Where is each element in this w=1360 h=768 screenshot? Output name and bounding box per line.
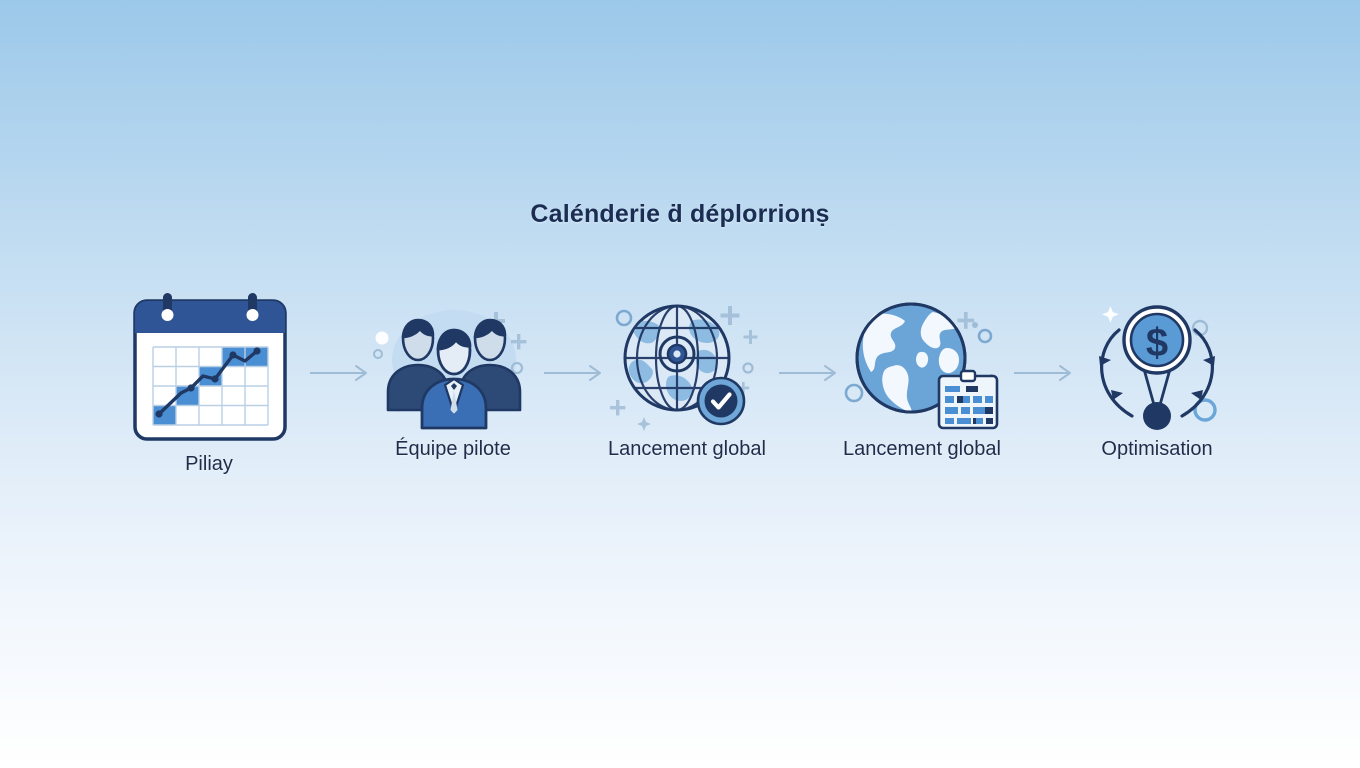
step-label-optimise: Optimisation <box>1101 438 1213 460</box>
team-people-icon <box>353 290 553 440</box>
connector-arrow-3 <box>779 364 845 382</box>
globe-clipboard-icon <box>822 290 1022 440</box>
step-label-global-check: Lancement global <box>608 438 766 460</box>
cost-cycle-icon: $ <box>1057 290 1257 440</box>
connector-arrow-4 <box>1014 364 1080 382</box>
svg-text:$: $ <box>1146 321 1168 365</box>
step-label-pilot-team: Équipe pilote <box>395 438 511 460</box>
step-label-pilot-calendar: Piliay <box>185 453 233 475</box>
page-title: Calénderie ḋ déplorrionṣ <box>530 200 830 228</box>
connector-arrow-2 <box>544 364 610 382</box>
connector-arrow-1 <box>310 364 376 382</box>
step-label-global-plan: Lancement global <box>843 438 1001 460</box>
calendar-chart-icon <box>109 290 309 441</box>
globe-check-icon <box>587 290 787 440</box>
